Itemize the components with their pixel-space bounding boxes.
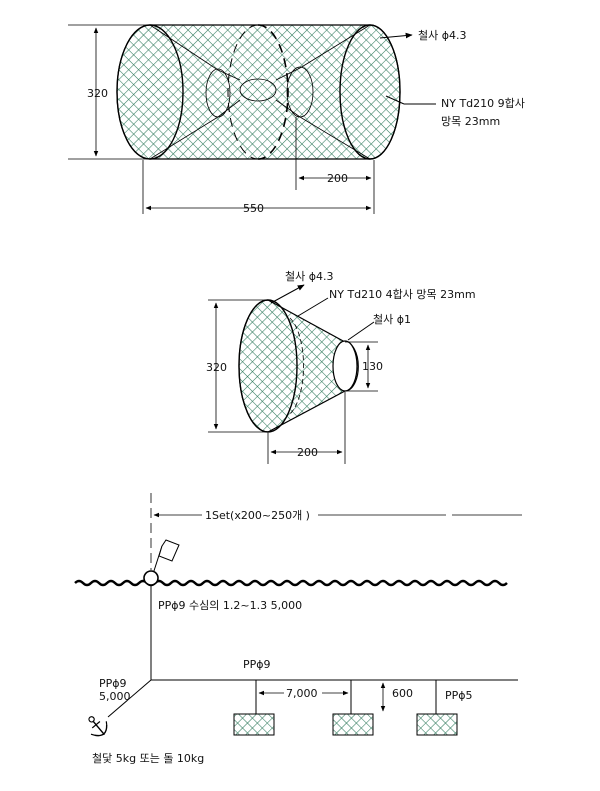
cylinder-trap: 320 200 550 철사 ϕ4.3 NY Td210 9합사 망목 23mm xyxy=(68,24,525,215)
funnel-base-rim xyxy=(238,299,298,433)
funnel-detail: 320 130 200 철사 ϕ4.3 NY Td210 4합사 망목 23mm… xyxy=(206,270,476,464)
branch-length-label: 600 xyxy=(392,687,413,700)
cyl-dim-height: 320 xyxy=(87,87,108,100)
funnel-dim-height: 320 xyxy=(206,361,227,374)
float-rope-label: PPϕ9 수심의 1.2~1.3 5,000 xyxy=(158,599,302,612)
funnel-ring-wire-label: 철사 ϕ1 xyxy=(373,313,411,326)
funnel-net-label: NY Td210 4합사 망목 23mm xyxy=(329,288,476,301)
anchor-rope-label-2: 5,000 xyxy=(99,690,131,703)
anchor-icon xyxy=(88,716,108,737)
center-opening xyxy=(239,78,277,102)
cyl-dim-funnel: 200 xyxy=(327,172,348,185)
buoy xyxy=(143,570,159,586)
cyl-net-label-1: NY Td210 9합사 xyxy=(441,97,525,110)
rigging-diagram: 1Set(x200~250개 ) PPϕ9 수심의 1.2~1.3 5,000 … xyxy=(74,493,522,765)
cyl-frame-wire-label: 철사 ϕ4.3 xyxy=(418,29,467,42)
funnel-dim-length: 200 xyxy=(297,446,318,459)
anchor-rope-label-1: PPϕ9 xyxy=(99,677,127,690)
cyl-net-label-2: 망목 23mm xyxy=(441,115,500,128)
branch-rope-label: PPϕ5 xyxy=(445,689,473,702)
set-label: 1Set(x200~250개 ) xyxy=(205,509,310,522)
spacing-label: 7,000 xyxy=(286,687,318,700)
funnel-dim-opening: 130 xyxy=(362,360,383,373)
trap-box xyxy=(416,713,458,736)
anchor-note: 철닻 5kg 또는 돌 10kg xyxy=(92,752,204,765)
funnel-frame-wire-label: 철사 ϕ4.3 xyxy=(285,270,334,283)
trap-box xyxy=(233,713,275,736)
funnel-opening xyxy=(332,340,358,392)
water-surface xyxy=(74,579,508,587)
cyl-dim-length: 550 xyxy=(243,202,264,215)
buoy-flag xyxy=(158,539,180,562)
trap-box xyxy=(332,713,374,736)
cylinder-body xyxy=(116,24,401,160)
main-line-label: PPϕ9 xyxy=(243,658,271,671)
